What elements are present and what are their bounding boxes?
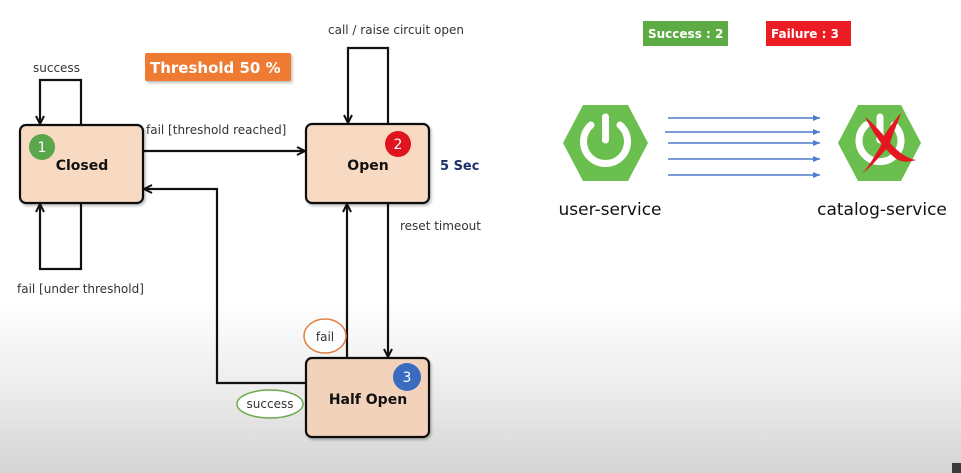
threshold-badge-label: Threshold 50 % xyxy=(150,59,281,77)
request-arrows xyxy=(665,115,820,178)
state-half-open-number: 3 xyxy=(403,370,412,386)
state-open-name: Open xyxy=(347,158,388,174)
half-open-to-closed-edge xyxy=(144,189,306,385)
transition-open-self: call / raise circuit open xyxy=(328,23,464,124)
state-open-number: 2 xyxy=(394,137,403,153)
state-closed-number-badge xyxy=(29,134,55,160)
state-open: 2 Open 5 Sec xyxy=(304,122,479,205)
open-timeout-label: 5 Sec xyxy=(440,159,479,174)
failure-counter-label: Failure : 3 xyxy=(771,27,839,41)
state-half-open-number-badge xyxy=(393,363,421,391)
closed-self-loop-bottom-edge xyxy=(40,203,83,271)
service-user: user-service xyxy=(558,105,662,220)
half-open-to-open-label: fail xyxy=(316,330,334,344)
state-closed-number: 1 xyxy=(38,140,47,156)
service-catalog: catalog-service xyxy=(817,105,947,220)
state-closed: 1 Closed xyxy=(18,123,145,205)
state-open-number-badge xyxy=(385,131,411,157)
closed-self-loop-bottom-label: fail [under threshold] xyxy=(17,282,144,296)
open-self-loop-label: call / raise circuit open xyxy=(328,23,464,37)
transition-half-open-to-closed: success xyxy=(144,189,306,419)
state-closed-name: Closed xyxy=(56,158,109,174)
open-to-half-open-label: reset timeout xyxy=(400,219,481,233)
success-oval xyxy=(236,389,304,419)
threshold-badge-bg xyxy=(145,53,291,81)
transition-closed-self-fail: fail [under threshold] xyxy=(17,203,144,296)
transition-half-open-to-open: fail xyxy=(303,204,347,358)
transition-open-to-half-open: reset timeout xyxy=(388,203,481,357)
half-open-to-closed-label: success xyxy=(247,397,294,411)
threshold-badge: Threshold 50 % xyxy=(145,53,291,81)
closed-self-loop-top-edge xyxy=(40,78,83,125)
failure-counter-bg xyxy=(766,21,851,46)
transition-closed-to-open: fail [threshold reached] xyxy=(143,123,305,151)
failure-counter: Failure : 3 xyxy=(766,21,851,46)
transition-closed-self-success: success xyxy=(33,61,83,125)
closed-self-loop-top-label: success xyxy=(33,61,80,75)
failure-x-icon xyxy=(862,113,916,174)
success-counter: Success : 2 xyxy=(643,21,728,46)
success-counter-label: Success : 2 xyxy=(648,27,723,41)
state-half-open: 3 Half Open xyxy=(304,356,431,439)
corner-marker xyxy=(952,463,961,473)
fail-oval xyxy=(303,318,347,354)
power-ring xyxy=(580,121,631,168)
service-user-name: user-service xyxy=(558,200,661,220)
service-catalog-name: catalog-service xyxy=(817,200,947,220)
success-counter-bg xyxy=(643,21,728,46)
state-half-open-name: Half Open xyxy=(329,392,407,408)
closed-to-open-label: fail [threshold reached] xyxy=(146,123,286,137)
open-self-loop-edge xyxy=(348,46,390,124)
power-ring xyxy=(855,121,905,166)
